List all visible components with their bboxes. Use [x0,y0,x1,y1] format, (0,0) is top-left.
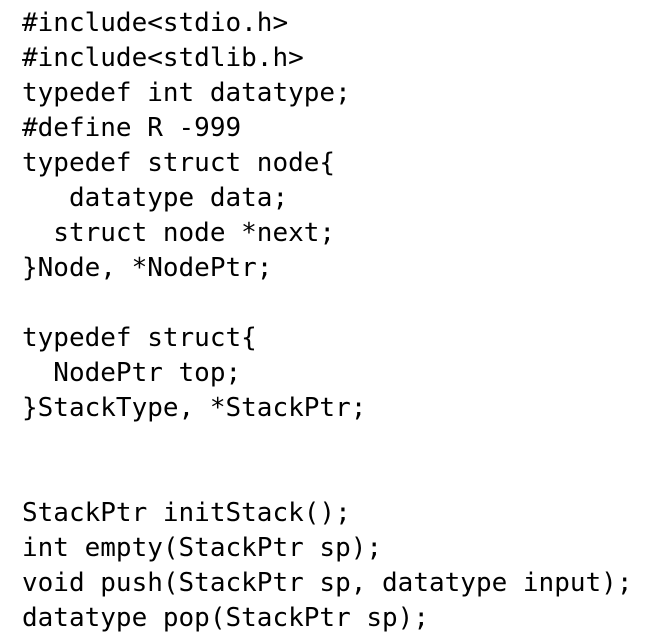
code-line: #define R -999 [22,113,242,143]
code-line: void push(StackPtr sp, datatype input); [22,568,633,598]
code-line: datatype data; [22,183,289,213]
code-line: }Node, *NodePtr; [22,253,273,283]
code-line: typedef struct{ [22,323,257,353]
code-line-blank [22,286,666,321]
code-listing: #include<stdio.h> #include<stdlib.h> typed… [22,8,666,633]
code-line-blank [22,461,666,496]
code-line: StackPtr initStack(); [22,498,351,528]
code-line: int empty(StackPtr sp); [22,533,383,563]
code-line: datatype pop(StackPtr sp); [22,603,429,633]
code-line: typedef int datatype; [22,78,351,108]
code-line: #include<stdlib.h> [22,43,304,73]
code-line: }StackType, *StackPtr; [22,393,367,423]
code-line: NodePtr top; [22,358,242,388]
code-line-blank [22,426,666,461]
code-line: typedef struct node{ [22,148,336,178]
code-line: struct node *next; [22,218,336,248]
code-line: #include<stdio.h> [22,8,289,38]
